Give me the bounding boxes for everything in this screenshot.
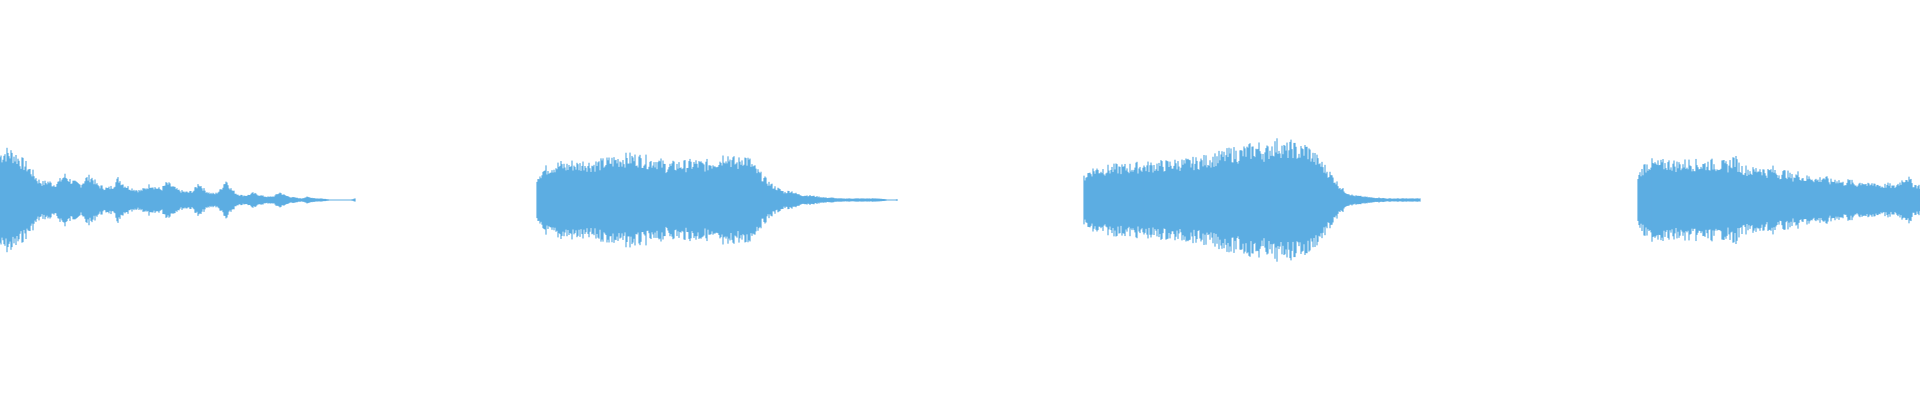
audio-clip-3[interactable] bbox=[1083, 138, 1421, 262]
audio-clip-2[interactable] bbox=[536, 152, 898, 248]
audio-clip-1[interactable] bbox=[0, 147, 356, 253]
audio-clip-4[interactable] bbox=[1637, 155, 1920, 245]
